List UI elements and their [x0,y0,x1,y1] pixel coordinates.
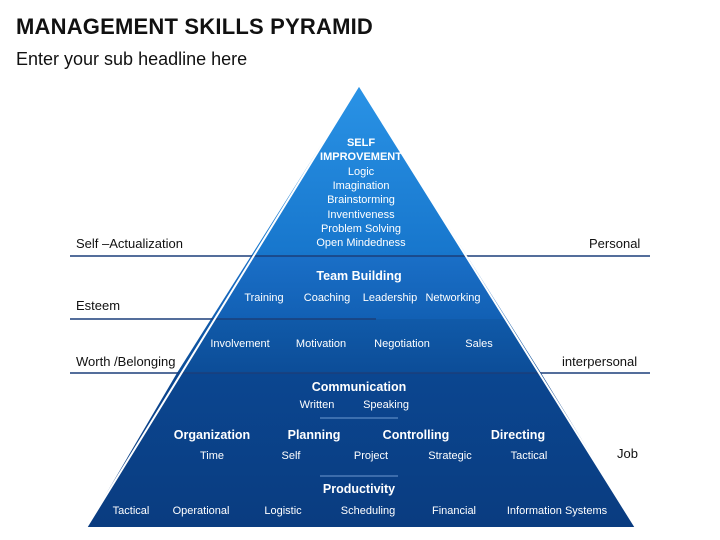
communication-item-written: Written [299,399,335,411]
productivity-item-scheduling: Scheduling [340,505,396,517]
function-organization: Organization [173,428,251,442]
label-esteem: Esteem [76,298,121,313]
team-item-training: Training [244,292,284,304]
team-item-networking: Networking [425,292,481,304]
function-planning: Planning [287,428,341,442]
label-self-actualization: Self –Actualization [76,236,183,251]
tier-base [86,373,636,528]
team-building-heading: Team Building [316,269,402,283]
label-personal: Personal [589,236,641,251]
label-job: Job [617,446,638,461]
function-item-time: Time [199,450,225,462]
function-item-self: Self [281,450,301,462]
self-improvement-heading-2: IMPROVEMENT [320,151,402,163]
middle-item-motivation: Motivation [295,338,347,350]
productivity-item-tactical: Tactical [112,505,150,517]
productivity-item-information-systems: Information Systems [506,505,608,517]
label-worth-belonging: Worth /Belonging [76,354,176,369]
middle-item-sales: Sales [465,338,493,350]
label-interpersonal: interpersonal [562,354,638,369]
self-improvement-heading-1: SELF [346,137,376,149]
tier-middle [177,319,541,373]
communication-item-speaking: Speaking [363,399,409,411]
team-item-leadership: Leadership [362,292,418,304]
tier-team [211,256,507,319]
function-item-tactical: Tactical [510,450,548,462]
middle-item-negotiation: Negotiation [374,338,430,350]
top-item-open-mindedness: Open Mindedness [316,237,406,249]
top-item-inventiveness: Inventiveness [327,209,395,221]
function-item-project: Project [353,450,389,462]
communication-heading: Communication [311,380,407,394]
function-controlling: Controlling [382,428,450,442]
team-item-coaching: Coaching [303,292,351,304]
productivity-item-operational: Operational [172,505,230,517]
pyramid-outline [84,83,638,529]
function-item-strategic: Strategic [428,450,472,462]
top-item-brainstorming: Brainstorming [327,194,395,206]
page-title: MANAGEMENT SKILLS PYRAMID [16,14,373,39]
top-item-logic: Logic [347,166,375,178]
top-item-problem-solving: Problem Solving [320,223,402,235]
tier-top [251,85,467,256]
productivity-heading: Productivity [322,482,396,496]
productivity-item-logistic: Logistic [264,505,302,517]
function-directing: Directing [490,428,546,442]
productivity-item-financial: Financial [431,505,477,517]
page-subtitle: Enter your sub headline here [16,49,248,69]
top-item-imagination: Imagination [332,180,390,192]
middle-item-involvement: Involvement [210,338,270,350]
